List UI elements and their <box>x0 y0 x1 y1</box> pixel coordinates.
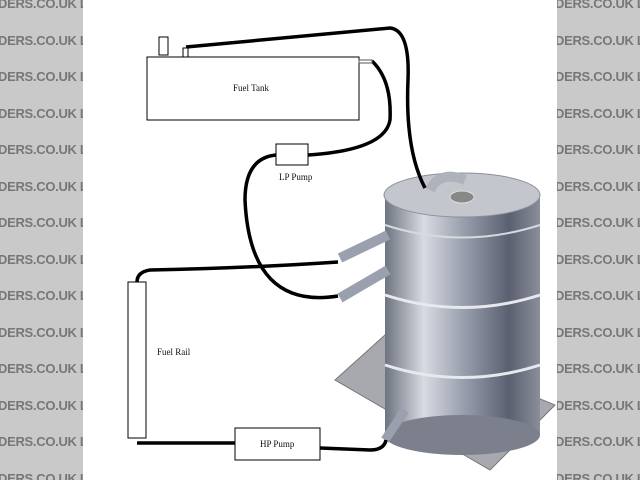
watermark-text: DERS.CO.UK LOCOST <box>557 178 640 194</box>
lp-pump <box>275 143 309 166</box>
watermark-text: DERS.CO.UK LOCOS <box>0 324 83 340</box>
watermark-text: DERS.CO.UK LOCOS <box>0 434 83 449</box>
watermark-text: DERS.CO.UK LOCOST <box>557 215 640 230</box>
watermark-text: DERS.CO.UK LOCOS <box>0 215 83 230</box>
watermark-text: DERS.CO.UK LOCOST <box>557 470 640 480</box>
lp-pump-label: LP Pump <box>279 172 313 182</box>
watermark-text: DERS.CO.UK LOCOST <box>557 32 640 48</box>
pot-to-rail-hose <box>135 260 339 283</box>
watermark-text: DERS.CO.UK LOCOS <box>0 397 83 413</box>
watermark-text: DERS.CO.UK LOCOST <box>557 105 640 121</box>
watermark-text: DERS.CO.UK LOCOS <box>0 105 83 121</box>
watermark-text: DERS.CO.UK LOCOS <box>0 0 83 11</box>
hp-pump <box>234 427 321 461</box>
hp-pump-label: HP Pump <box>260 439 295 449</box>
watermark-text: DERS.CO.UK LOCOST <box>557 288 640 303</box>
watermark-text: DERS.CO.UK LOCOST <box>557 324 640 340</box>
tank-outlet-hose <box>307 59 392 157</box>
hp-pump-to-pot-hose <box>319 439 388 452</box>
watermark-text: DERS.CO.UK LOCOST <box>557 69 640 84</box>
watermark-text: DERS.CO.UK LOCOS <box>0 178 83 194</box>
watermark-text: DERS.CO.UK LOCOST <box>557 434 640 449</box>
watermark-text: DERS.CO.UK LOCOS <box>0 69 83 84</box>
watermark-strip-right: DERS.CO.UK LOCOST DERS.CO.UK LOCOST DERS.C… <box>557 0 640 480</box>
watermark-strip-left: DERS.CO.UK LOCOS DERS.CO.UK LOCOS DERS.CO.… <box>0 0 83 480</box>
filler-cap <box>158 36 169 56</box>
watermark-text: DERS.CO.UK LOCOS <box>0 361 83 376</box>
fuel-tank-label: Fuel Tank <box>233 83 269 93</box>
watermark-text: DERS.CO.UK LOCOS <box>0 32 83 48</box>
fuel-rail <box>127 281 147 439</box>
watermark-text: DERS.CO.UK LOCOS <box>0 288 83 303</box>
watermark-text: DERS.CO.UK LOCOST <box>557 0 640 11</box>
watermark-text: DERS.CO.UK LOCOST <box>557 397 640 413</box>
swirl-pot-image <box>334 171 556 471</box>
fuel-rail-label: Fuel Rail <box>157 347 191 357</box>
watermark-text: DERS.CO.UK LOCOS <box>0 251 83 267</box>
watermark-text: DERS.CO.UK LOCOST <box>557 142 640 157</box>
return-hose <box>185 26 427 189</box>
watermark-text: DERS.CO.UK LOCOST <box>557 251 640 267</box>
fuel-tank <box>146 56 360 121</box>
watermark-text: DERS.CO.UK LOCOS <box>0 470 83 480</box>
tank-vent <box>182 47 189 58</box>
watermark-text: DERS.CO.UK LOCOST <box>557 361 640 376</box>
lp-pump-to-pot-hose <box>243 153 339 300</box>
watermark-text: DERS.CO.UK LOCOS <box>0 142 83 157</box>
tank-outlet <box>358 59 373 64</box>
